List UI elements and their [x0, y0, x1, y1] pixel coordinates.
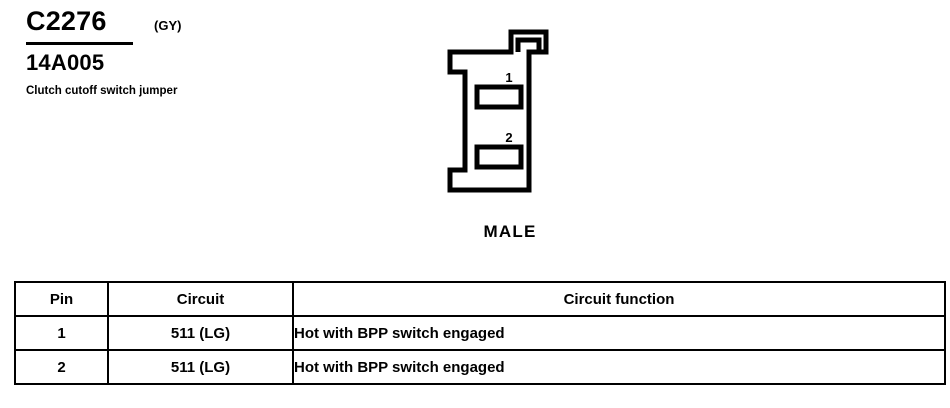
table-row: 1 511 (LG) Hot with BPP switch engaged	[14, 315, 946, 351]
pinout-table: Pin Circuit Circuit function 1 511 (LG) …	[14, 281, 946, 385]
pin-number-1: 1	[505, 70, 513, 85]
column-header-circuit-function: Circuit function	[292, 281, 946, 317]
connector-header: C2276 (GY) 14A005 Clutch cutoff switch j…	[26, 6, 326, 97]
cell-circuit: 511 (LG)	[107, 315, 294, 351]
connector-outer-body	[447, 29, 549, 193]
column-header-circuit: Circuit	[107, 281, 294, 317]
connector-id: C2276	[26, 6, 107, 36]
cell-circuit: 511 (LG)	[107, 349, 294, 385]
connector-locking-tab	[515, 37, 542, 52]
connector-color-code: (GY)	[154, 18, 182, 33]
cell-pin: 1	[14, 315, 109, 351]
cell-pin: 2	[14, 349, 109, 385]
pin-cavity-1	[474, 84, 524, 110]
cell-circuit-function: Hot with BPP switch engaged	[292, 349, 946, 385]
pin-cavity-2	[474, 144, 524, 170]
table-header-row: Pin Circuit Circuit function	[14, 281, 946, 317]
pin-number-2: 2	[505, 130, 513, 145]
connector-description: Clutch cutoff switch jumper	[26, 85, 178, 97]
connector-gender-label: MALE	[483, 222, 537, 241]
column-header-pin: Pin	[14, 281, 109, 317]
connector-id-row: C2276 (GY)	[26, 6, 326, 45]
connector-id-underline	[26, 42, 133, 45]
connector-body-svg	[447, 29, 549, 193]
connector-diagram: 1 2 MALE	[420, 18, 600, 248]
table-row: 2 511 (LG) Hot with BPP switch engaged	[14, 349, 946, 385]
cell-circuit-function: Hot with BPP switch engaged	[292, 315, 946, 351]
connector-part-number: 14A005	[26, 50, 105, 75]
